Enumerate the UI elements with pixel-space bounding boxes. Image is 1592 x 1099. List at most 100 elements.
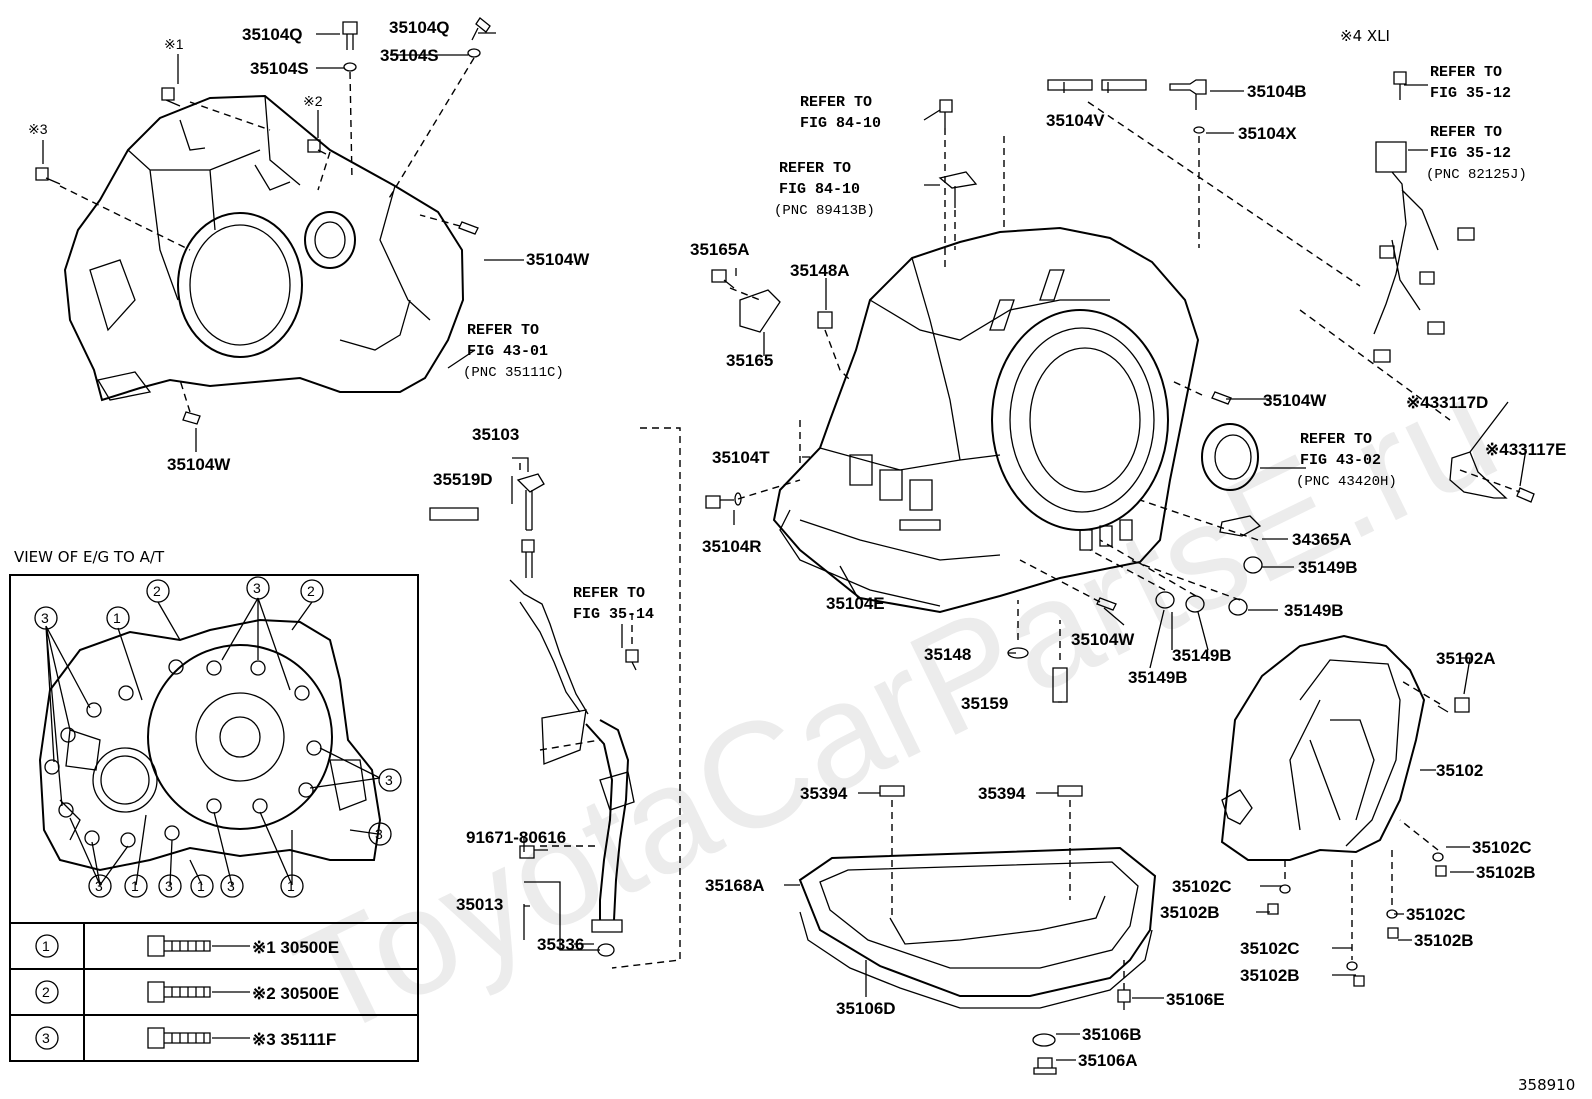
leader-lines: [42, 32, 1527, 1061]
converter-housing-drawing: [1220, 634, 1470, 987]
ref-35-12-b-line1: REFER TO: [1430, 124, 1502, 141]
label-35104E: 35104E: [826, 594, 885, 613]
label-35394-b: 35394: [978, 784, 1026, 803]
svg-text:3: 3: [165, 878, 173, 894]
view-drawing: [38, 618, 382, 872]
label-34365A: 34365A: [1292, 530, 1352, 549]
top-left-hardware: [35, 17, 491, 425]
label-35102C-b: 35102C: [1172, 877, 1232, 896]
bolt-row-part-3: ※3 35111F: [252, 1030, 336, 1049]
ref-43-02-line2: FIG 43-02: [1300, 452, 1381, 469]
label-35394-a: 35394: [800, 784, 848, 803]
bolt-row-key-3: 3: [42, 1030, 50, 1046]
label-35104W-d: 35104W: [1071, 630, 1135, 649]
svg-text:1: 1: [197, 878, 205, 894]
ref-43-02-line1: REFER TO: [1300, 431, 1372, 448]
view-callouts: [45, 597, 381, 886]
label-35013: 35013: [456, 895, 503, 914]
label-35165: 35165: [726, 351, 773, 370]
label-35106A: 35106A: [1078, 1051, 1138, 1070]
label-35168A: 35168A: [705, 876, 765, 895]
bolt-row-key-1: 1: [42, 938, 50, 954]
label-35106E: 35106E: [1166, 990, 1225, 1009]
view-title: VIEW OF E/G TO A/T: [14, 548, 165, 566]
ref-35-12-a-line2: FIG 35-12: [1430, 85, 1511, 102]
ref-35-12-a-line1: REFER TO: [1430, 64, 1502, 81]
svg-text:3: 3: [385, 772, 393, 788]
label-35102A: 35102A: [1436, 649, 1496, 668]
label-35159: 35159: [961, 694, 1008, 713]
ref-35-12-b-line2: FIG 35-12: [1430, 145, 1511, 162]
label-35102B-d: 35102B: [1240, 966, 1300, 985]
bolt-row-key-2: 2: [42, 984, 50, 1000]
svg-text:1: 1: [113, 610, 121, 626]
ref-84-10-a-line2: FIG 84-10: [800, 115, 881, 132]
label-433117E: ※433117E: [1485, 440, 1566, 459]
transaxle-housing-drawing: [63, 94, 465, 402]
label-35102B-b: 35102B: [1160, 903, 1220, 922]
label-35102B-c: 35102B: [1414, 931, 1474, 950]
xli-note: ※4 XLI: [1340, 27, 1390, 45]
svg-text:3: 3: [227, 878, 235, 894]
svg-text:1: 1: [131, 878, 139, 894]
bolt-row-part-2: ※2 30500E: [252, 984, 339, 1003]
ref-84-10-b-line2: FIG 84-10: [779, 181, 860, 198]
label-mark-3: ※3: [28, 121, 48, 137]
ref-35-14-line1: REFER TO: [573, 585, 645, 602]
label-35104T: 35104T: [712, 448, 770, 467]
label-35102C-d: 35102C: [1240, 939, 1300, 958]
ref-43-01-line1: REFER TO: [467, 322, 539, 339]
label-35519D: 35519D: [433, 470, 493, 489]
label-35106B: 35106B: [1082, 1025, 1142, 1044]
view-frame: [9, 574, 419, 924]
svg-text:3: 3: [253, 580, 261, 596]
dipstick-drawing: [429, 427, 681, 969]
label-35104X: 35104X: [1238, 124, 1297, 143]
ref-35-12-b-line3: (PNC 82125J): [1426, 167, 1527, 183]
label-35104W-c: 35104W: [1263, 391, 1327, 410]
case-hardware: [705, 71, 1535, 703]
label-35104R: 35104R: [702, 537, 762, 556]
label-35102B-a: 35102B: [1476, 863, 1536, 882]
label-35104W-b: 35104W: [167, 455, 231, 474]
label-35149B-c: 35149B: [1172, 646, 1232, 665]
label-35149B-a: 35149B: [1298, 558, 1358, 577]
svg-text:3: 3: [95, 878, 103, 894]
refer-to-notes: REFER TO FIG 84-10 REFER TO FIG 84-10 (P…: [463, 64, 1527, 623]
label-35102: 35102: [1436, 761, 1483, 780]
label-35104B: 35104B: [1247, 82, 1307, 101]
label-35149B-d: 35149B: [1128, 668, 1188, 687]
svg-text:3: 3: [375, 826, 383, 842]
label-35149B-b: 35149B: [1284, 601, 1344, 620]
label-35104Q-a: 35104Q: [242, 25, 303, 44]
oil-pan-drawing: [798, 785, 1157, 1075]
callout-markers: 3 1 2 3 2 3 3 3 1 3 1 3 1: [34, 576, 402, 898]
bolt-row-part-1: ※1 30500E: [252, 938, 339, 957]
label-mark-1: ※1: [164, 36, 184, 52]
label-35165A: 35165A: [690, 240, 750, 259]
label-35104S-b: 35104S: [380, 46, 439, 65]
label-35104S-a: 35104S: [250, 59, 309, 78]
label-433117D: ※433117D: [1406, 393, 1488, 412]
svg-text:1: 1: [287, 878, 295, 894]
svg-text:2: 2: [153, 583, 161, 599]
ref-43-01-line3: (PNC 35111C): [463, 365, 564, 381]
label-35148A: 35148A: [790, 261, 850, 280]
ref-84-10-a-line1: REFER TO: [800, 94, 872, 111]
ref-84-10-b-line1: REFER TO: [779, 160, 851, 177]
label-35103: 35103: [472, 425, 519, 444]
transmission-case-drawing: [772, 226, 1200, 614]
ref-43-02-line3: (PNC 43420H): [1296, 474, 1397, 490]
ref-35-14-line2: FIG 35-14: [573, 606, 654, 623]
label-35106D: 35106D: [836, 999, 896, 1018]
label-35104V: 35104V: [1046, 111, 1105, 130]
diagram-id: 358910: [1518, 1076, 1575, 1094]
part-labels: 35104Q 35104Q 35104S 35104S ※1 ※2 ※3 351…: [28, 18, 1566, 1070]
label-91671-80616: 91671-80616: [466, 828, 566, 847]
ref-84-10-b-line3: (PNC 89413B): [774, 203, 875, 219]
ref-43-01-line2: FIG 43-01: [467, 343, 548, 360]
label-35148: 35148: [924, 645, 971, 664]
label-mark-2: ※2: [303, 93, 323, 109]
